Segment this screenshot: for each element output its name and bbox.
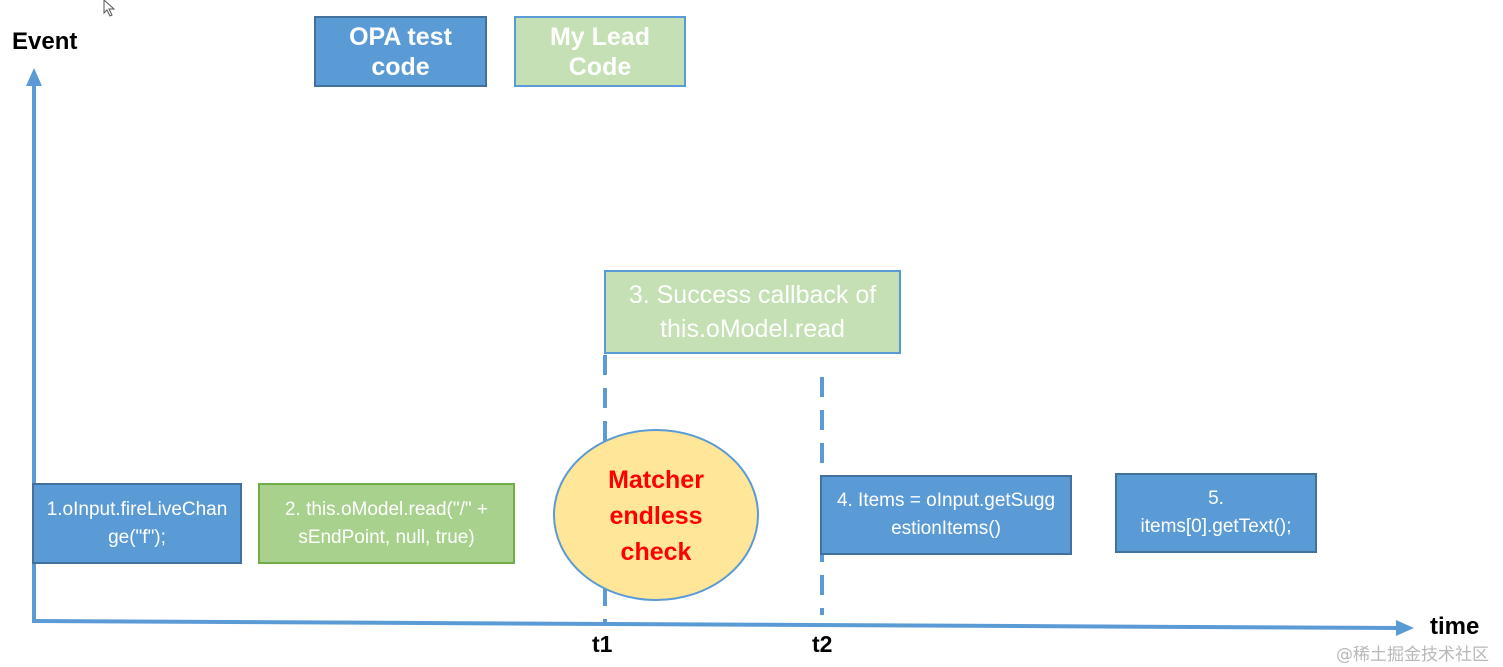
matcher-ellipse xyxy=(553,429,759,601)
event-3-success-callback: 3. Success callback of this.oModel.read xyxy=(604,270,901,354)
event-5-label: 5. items[0].getText(); xyxy=(1140,488,1292,537)
event-4-get-suggestion-items: 4. Items = oInput.getSuggestionItems() xyxy=(820,475,1072,555)
legend-lead-label: My Lead Code xyxy=(549,22,651,81)
legend-opa-test-code: OPA test code xyxy=(314,16,487,87)
event-4-label: 4. Items = oInput.getSuggestionItems() xyxy=(836,490,1056,539)
legend-my-lead-code: My Lead Code xyxy=(514,16,686,87)
event-5-get-text: 5. items[0].getText(); xyxy=(1115,473,1317,553)
event-2-model-read: 2. this.oModel.read("/" + sEndPoint, nul… xyxy=(258,483,515,564)
watermark-text: @稀土掘金技术社区 xyxy=(1336,645,1489,665)
event-1-label: 1.oInput.fireLiveChange("f"); xyxy=(46,498,228,548)
x-axis-arrowhead xyxy=(1396,620,1414,636)
x-axis-label: time xyxy=(1430,613,1480,640)
y-axis-arrowhead xyxy=(26,68,42,86)
x-axis-line xyxy=(31,619,1399,630)
event-1-fire-live-change: 1.oInput.fireLiveChange("f"); xyxy=(32,483,242,564)
y-axis-label: Event xyxy=(12,28,78,55)
event-3-label: 3. Success callback of this.oModel.read xyxy=(628,281,877,343)
mouse-cursor-icon xyxy=(103,0,116,17)
tick-label-t1: t1 xyxy=(592,631,613,657)
tick-label-t2: t2 xyxy=(812,631,833,657)
event-2-label: 2. this.oModel.read("/" + sEndPoint, nul… xyxy=(284,498,489,548)
legend-opa-label: OPA test code xyxy=(349,22,452,81)
matcher-endless-check-label: Matcher endless check xyxy=(608,466,704,566)
